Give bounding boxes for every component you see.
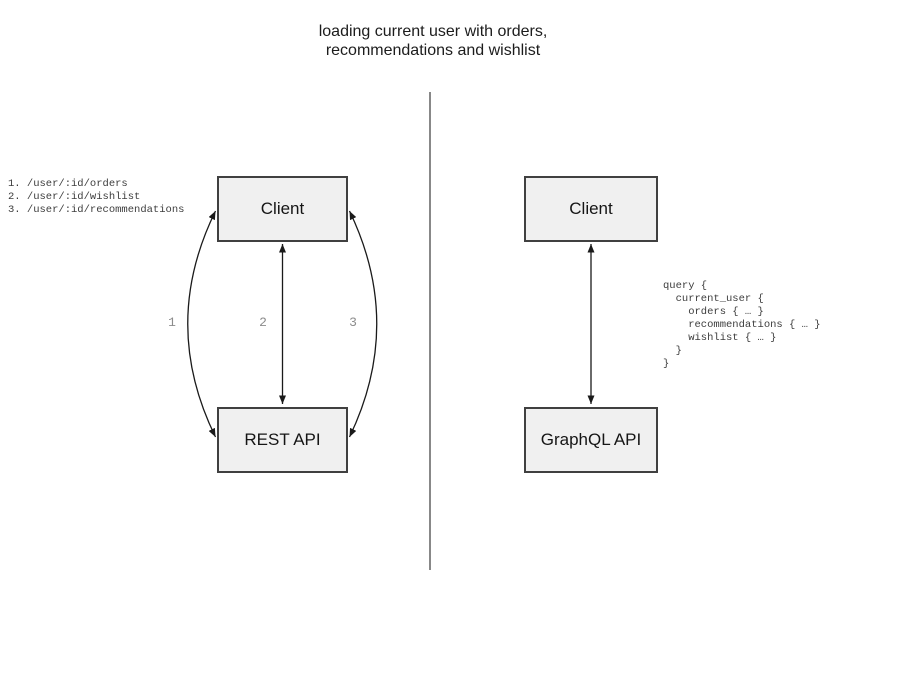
rest-api-node: REST API xyxy=(217,407,348,473)
query-line-4: recommendations { … } xyxy=(663,319,821,331)
diagram-title-line1: loading current user with orders, xyxy=(318,23,548,40)
client-node-right: Client xyxy=(524,176,658,242)
query-line-7: } xyxy=(663,358,670,370)
client-node-left-label: Client xyxy=(260,199,305,218)
graphql-api-node-label: GraphQL API xyxy=(540,430,642,449)
rest-endpoint-1: 1. /user/:id/orders xyxy=(8,178,128,190)
query-line-2: current_user { xyxy=(663,293,764,305)
query-line-6: } xyxy=(663,345,682,357)
graphql-api-node: GraphQL API xyxy=(524,407,658,473)
rest-arrow-3-curve xyxy=(348,210,378,438)
diagram-title-line2: recommendations and wishlist xyxy=(325,42,541,59)
rest-endpoint-2: 2. /user/:id/wishlist xyxy=(8,191,141,203)
rest-endpoints-annotation: 1. /user/:id/orders 2. /user/:id/wishlis… xyxy=(8,178,184,217)
rest-endpoint-3: 3. /user/:id/recommendations xyxy=(8,204,185,216)
query-line-3: orders { … } xyxy=(663,306,764,318)
query-line-1: query { xyxy=(663,280,708,292)
diagram-title: loading current user with orders, recomm… xyxy=(183,22,683,60)
graphql-query-annotation: query { current_user { orders { … } reco… xyxy=(663,280,821,371)
arrow-label-1: 1 xyxy=(168,315,176,330)
arrow-label-2: 2 xyxy=(259,315,267,330)
client-node-left: Client xyxy=(217,176,348,242)
rest-arrow-1-curve xyxy=(187,210,217,438)
rest-api-node-label: REST API xyxy=(244,430,321,449)
query-line-5: wishlist { … } xyxy=(663,332,777,344)
arrow-label-3: 3 xyxy=(349,315,357,330)
client-node-right-label: Client xyxy=(569,199,613,218)
